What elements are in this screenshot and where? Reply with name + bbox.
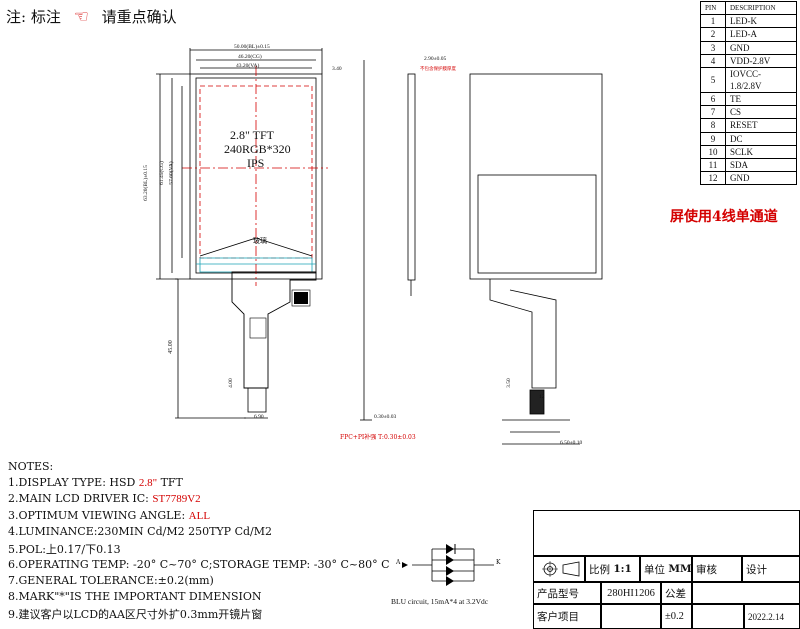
interface-notice: 屏使用4线单通道 <box>670 209 778 225</box>
note-item: 7.GENERAL TOLERANCE:±0.2(mm) <box>8 574 214 587</box>
unit-label: 单位 <box>644 563 665 576</box>
dim-edge: 3.40 <box>332 66 342 72</box>
tolerance-value: ±0.2 <box>665 611 684 622</box>
pin-number: 12 <box>700 171 726 186</box>
dim-fpc-length: 45.00 <box>167 340 174 354</box>
note-suffix: TFT <box>157 476 183 489</box>
note-prefix: 1.DISPLAY TYPE: HSD <box>8 476 139 489</box>
dim-fpc-width: 4.00 <box>227 378 234 388</box>
note-red: 2.8" <box>138 477 158 489</box>
blu-anode: A <box>396 559 401 566</box>
note-item: 6.OPERATING TEMP: -20° C~70° C;STORAGE T… <box>8 558 390 571</box>
fpc-note: FPC+PI补强 T:0.30±0.03 <box>340 434 416 441</box>
side-view <box>407 73 416 281</box>
date-value: 2022.2.14 <box>748 611 784 622</box>
front-view-panel: IPS <box>247 156 265 170</box>
back-view <box>469 73 603 280</box>
model-value: 280HI1206 <box>607 587 655 599</box>
blu-cathode: K <box>496 559 501 566</box>
pointing-hand-icon: ☜ <box>73 7 89 27</box>
pin-description: VDD-2.8V <box>725 53 797 68</box>
note-prefix: 7.GENERAL TOLERANCE:±0.2(mm) <box>8 573 214 587</box>
note-item: 3.OPTIMUM VIEWING ANGLE: ALL <box>8 509 210 522</box>
notes-title: NOTES: <box>8 460 54 473</box>
front-view-size: 2.8" TFT <box>230 128 275 142</box>
pin-number: 7 <box>700 105 726 120</box>
pin-description: TE <box>725 91 797 107</box>
projection-icon <box>541 561 579 577</box>
pin-table-header: PIN DESCRIPTION <box>700 0 797 16</box>
note-prefix: 9.建议客户以LCD的AA区尺寸外扩0.3mm开镜片窗 <box>8 608 263 622</box>
projection-symbol <box>533 556 585 582</box>
note-item: 5.POL:上0.17/下0.13 <box>8 541 121 557</box>
blu-caption: BLU circuit, 15mA*4 at 3.2Vdc <box>391 597 489 606</box>
scale-value: 1:1 <box>613 563 632 575</box>
tolerance-label: 公差 <box>665 587 686 600</box>
dim-pitch: 6.90 <box>254 414 264 420</box>
customer-label: 客户项目 <box>537 611 579 623</box>
header-note: 注: 标注 ☜ 请重点确认 <box>6 6 177 27</box>
note-prefix: 3.OPTIMUM VIEWING ANGLE: <box>8 508 189 522</box>
review-label: 审核 <box>696 563 717 576</box>
pin-description: CS <box>725 105 797 120</box>
front-view-resolution: 240RGB*320 <box>224 142 291 156</box>
note-item: 8.MARK"*"IS THE IMPORTANT DIMENSION <box>8 590 262 603</box>
dim-height-va: 57.60(VA) <box>168 161 175 185</box>
note-prefix: 6.OPERATING TEMP: -20° C~70° C;STORAGE T… <box>8 557 390 571</box>
dim-width-cg: 46.20(CG) <box>238 54 262 60</box>
pin-number: 6 <box>700 91 726 107</box>
note-text: 请重点确认 <box>101 8 177 26</box>
side-thickness: 2.90±0.05 <box>424 56 447 62</box>
note-label: 注: 标注 <box>6 8 61 26</box>
dim-height-cg: 61.45(CG) <box>158 161 165 185</box>
design-label: 设计 <box>746 563 767 576</box>
unit-value: MM <box>668 563 692 575</box>
note-prefix: 5.POL:上0.17/下0.13 <box>8 543 121 557</box>
note-prefix: 2.MAIN LCD DRIVER IC: <box>8 492 153 506</box>
dim-height-bl: 63.20(BL)±0.15 <box>142 165 149 201</box>
back-dim-2: 12 <box>539 394 545 400</box>
note-red: ALL <box>188 509 211 522</box>
side-note: 不包含保护膜厚度 <box>420 67 456 72</box>
note-item: 4.LUMINANCE:230MIN Cd/M2 250TYP Cd/M2 <box>8 525 272 538</box>
glass-label: 玻璃 <box>253 237 267 245</box>
pin-description: IOVCC-1.8/2.8V <box>725 66 797 93</box>
scale-label: 比例 <box>589 563 610 576</box>
note-prefix: 4.LUMINANCE:230MIN Cd/M2 250TYP Cd/M2 <box>8 524 272 538</box>
note-item: 1.DISPLAY TYPE: HSD 2.8" TFT <box>8 476 183 489</box>
side-fpc-thickness: 0.30±0.03 <box>374 414 397 420</box>
model-label: 产品型号 <box>537 587 579 600</box>
back-dim-3: 6.50±0.10 <box>560 440 583 446</box>
note-red: ST7789V2 <box>152 493 201 506</box>
dim-width-va: 43.20(VA) <box>236 63 260 69</box>
back-dim-1: 3.50 <box>505 378 512 388</box>
note-item: 9.建议客户以LCD的AA区尺寸外扩0.3mm开镜片窗 <box>8 606 262 622</box>
dim-width-bl: 50.00(BL)±0.15 <box>234 44 270 50</box>
note-item: 2.MAIN LCD DRIVER IC: ST7789V2 <box>8 492 201 505</box>
pin-description: GND <box>725 171 797 186</box>
note-prefix: 8.MARK"*"IS THE IMPORTANT DIMENSION <box>8 590 262 604</box>
